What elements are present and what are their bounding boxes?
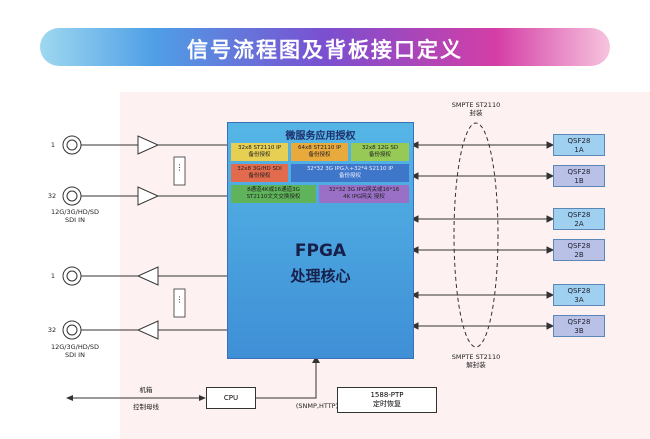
cpu-box: CPU — [206, 387, 256, 409]
output-dots: ⋮ — [175, 295, 184, 304]
input-dots: ⋮ — [175, 163, 184, 172]
st2110-ellipse — [453, 122, 499, 348]
input-buffer-1-icon — [137, 135, 160, 155]
title-banner: 信号流程图及背板接口定义 — [40, 28, 610, 66]
fpga-header: 微服务应用授权 — [285, 131, 356, 142]
chassis-bus-label: 机箱 控制母线 — [133, 386, 159, 411]
output-buffer-1-icon — [136, 266, 159, 286]
input-bottom-label: 32 — [47, 192, 57, 200]
output-desc: 12G/3G/HD/SD SDI IN — [50, 343, 100, 359]
bnc-connector-in-32-icon — [62, 186, 82, 206]
output-top-label: 1 — [50, 272, 56, 280]
cpu-protocol-label: (SNMP,HTTP) — [295, 402, 339, 410]
input-top-label: 1 — [50, 141, 56, 149]
output-bottom-label: 32 — [47, 326, 57, 334]
smpte-decap-label: SMPTE ST2110 解封装 — [451, 353, 501, 369]
output-buffer-32-icon — [136, 320, 159, 340]
page-title: 信号流程图及背板接口定义 — [187, 38, 463, 62]
input-desc: 12G/3G/HD/SD SDI IN — [50, 208, 100, 224]
bnc-connector-out-1-icon — [62, 266, 82, 286]
bnc-connector-out-32-icon — [62, 320, 82, 340]
ptp-box: 1588-PTP 定时恢复 — [337, 387, 437, 413]
fpga-core-title: FPGA — [294, 241, 347, 261]
fpga-core-subtitle: 处理核心 — [290, 267, 351, 285]
bnc-connector-in-1-icon — [62, 135, 82, 155]
input-buffer-32-icon — [137, 186, 160, 206]
smpte-encap-label: SMPTE ST2110 封装 — [451, 101, 501, 117]
qsf-links — [410, 141, 555, 330]
